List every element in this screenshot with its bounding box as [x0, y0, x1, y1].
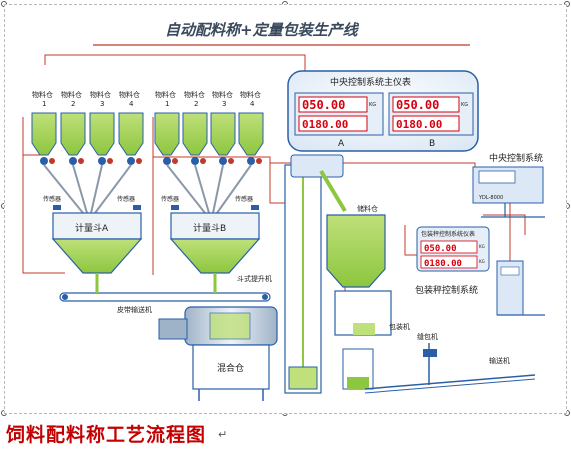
hopper-b-label: 计量斗B: [193, 222, 226, 234]
bin-group-a: 物料仓 1 物料仓 2 物料仓 3 物料仓 4: [31, 90, 144, 214]
bin-b-4: [238, 112, 264, 156]
bin-b-3: [210, 112, 236, 156]
central-b-top: 050.00: [396, 98, 439, 112]
svg-text:3: 3: [100, 100, 104, 108]
sensor-label-b-left: 传感器: [161, 195, 179, 203]
pack-top: 050.00: [424, 244, 457, 254]
bin-a-2: [60, 112, 86, 156]
computer-icon: YDL-8000: [472, 166, 545, 218]
central-a-bottom: 0180.00: [302, 118, 348, 131]
bin-a-3: [89, 112, 115, 156]
central-panel-title: 中央控制系统主仪表: [330, 76, 411, 88]
central-control-panel: 中央控制系统主仪表 050.00 0180.00 050.00 0180.00 …: [287, 70, 479, 152]
output-conveyor: [364, 374, 536, 394]
svg-text:4: 4: [129, 100, 134, 108]
bin-label-a-1: 物料仓 1: [32, 90, 53, 108]
bin-label-b-4: 物料仓 4: [240, 90, 261, 108]
svg-text:物料仓: 物料仓: [240, 90, 261, 99]
bin-a-4: [118, 112, 144, 156]
bin-a-1: [31, 112, 57, 156]
sensor-icon: [53, 205, 259, 210]
bin-group-b: 物料仓 1 物料仓 2 物料仓 3 物料仓 4: [154, 90, 264, 214]
bin-label-a-2: 物料仓 2: [61, 90, 82, 108]
bin-label-a-4: 物料仓 4: [119, 90, 140, 108]
svg-text:1: 1: [42, 100, 46, 108]
sensor-label-a-left: 传感器: [43, 195, 61, 203]
weigh-hopper-a: 计量斗A: [51, 212, 143, 274]
svg-text:物料仓: 物料仓: [155, 90, 176, 99]
pack-unit-bottom: KG: [479, 259, 485, 264]
bucket-elevator: [284, 154, 347, 394]
bin-label-a-3: 物料仓 3: [90, 90, 111, 108]
diagram-title: 自动配料称+定量包装生产线: [165, 21, 360, 39]
bin-b-2: [182, 112, 208, 156]
svg-text:物料仓: 物料仓: [119, 90, 140, 99]
conveyor-label: 输送机: [489, 356, 510, 365]
central-unit-a: KG: [369, 102, 376, 108]
pack-control-panel: 包装秤控制系统仪表 050.00 0180.00 KG KG: [416, 226, 490, 272]
belt-conveyor: [59, 273, 271, 302]
storage-bin: 储料仓: [326, 204, 392, 390]
sensor-label-a-right: 传感器: [117, 195, 135, 203]
bin-b-1: [154, 112, 180, 156]
svg-text:物料仓: 物料仓: [90, 90, 111, 99]
figure-caption: 饲料配料称工艺流程图: [6, 424, 207, 446]
svg-text:物料仓: 物料仓: [212, 90, 233, 99]
storage-label: 储料仓: [357, 204, 378, 213]
svg-text:2: 2: [71, 100, 75, 108]
central-b-bottom: 0180.00: [396, 118, 442, 131]
packer-label: 包装机: [389, 322, 410, 331]
bin-label-b-3: 物料仓 3: [212, 90, 233, 108]
process-diagram[interactable]: 自动配料称+定量包装生产线 物料仓 1: [4, 4, 567, 414]
central-label-b: B: [429, 139, 435, 149]
computer-screen-text: YDL-8000: [478, 195, 503, 201]
mixer-label: 混合仓: [217, 362, 244, 374]
diagram-svg: 自动配料称+定量包装生产线 物料仓 1: [22, 21, 545, 401]
svg-text:2: 2: [194, 100, 198, 108]
svg-text:物料仓: 物料仓: [32, 90, 53, 99]
pack-system-label: 包装秤控制系统: [415, 284, 478, 296]
pack-panel-title: 包装秤控制系统仪表: [421, 230, 475, 238]
paragraph-mark: ↵: [218, 428, 228, 441]
screw-feeder-icon: [40, 157, 142, 165]
central-a-top: 050.00: [302, 98, 345, 112]
svg-text:3: 3: [222, 100, 226, 108]
svg-text:物料仓: 物料仓: [184, 90, 205, 99]
svg-text:4: 4: [250, 100, 255, 108]
bin-label-b-1: 物料仓 1: [155, 90, 176, 108]
central-unit-b: KG: [461, 102, 468, 108]
svg-text:1: 1: [165, 100, 169, 108]
sewer-label: 缝包机: [417, 332, 438, 341]
pack-bottom: 0180.00: [424, 259, 462, 269]
pack-unit-top: KG: [479, 244, 485, 249]
svg-text:物料仓: 物料仓: [61, 90, 82, 99]
hopper-a-label: 计量斗A: [75, 222, 109, 234]
bin-label-b-2: 物料仓 2: [184, 90, 205, 108]
belt-label: 皮带输送机: [117, 305, 152, 314]
weigh-hopper-b: 计量斗B: [169, 212, 261, 274]
central-system-label: 中央控制系统: [489, 152, 543, 164]
control-cabinet-icon: [496, 260, 545, 316]
mixer: 混合仓: [158, 306, 278, 401]
elevator-label: 斗式提升机: [237, 274, 272, 283]
sensor-label-b-right: 传感器: [235, 195, 253, 203]
sewing-machine: [423, 343, 437, 385]
valve-icon: [163, 157, 262, 165]
central-label-a: A: [338, 139, 345, 149]
